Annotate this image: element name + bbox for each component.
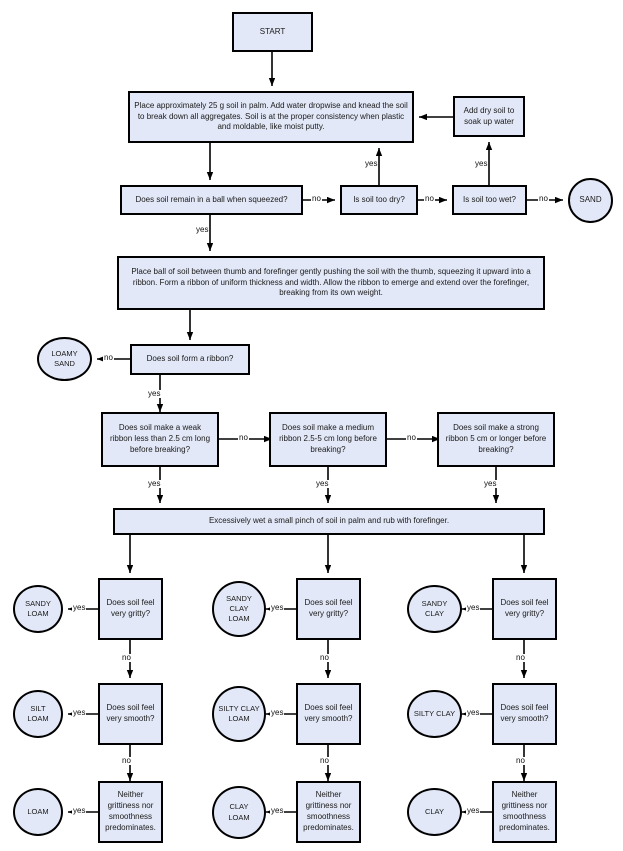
edge-label-weak-no: no bbox=[238, 433, 249, 442]
step-wet-pinch-rub[interactable]: Excessively wet a small pinch of soil in… bbox=[113, 508, 545, 535]
edge-label-gritty-mid-yes: yes bbox=[270, 603, 285, 612]
add-dry-soil-node[interactable]: Add dry soil to soak up water bbox=[453, 96, 525, 137]
edge-label-gritty-right-yes: yes bbox=[466, 603, 481, 612]
decision-weak-ribbon[interactable]: Does soil make a weak ribbon less than 2… bbox=[101, 412, 219, 467]
edge-label-medium-no: no bbox=[406, 433, 417, 442]
edge-label-ball-yes: yes bbox=[195, 225, 210, 234]
decision-soil-too-dry[interactable]: Is soil too dry? bbox=[340, 185, 418, 215]
decision-smooth-mid[interactable]: Does soil feel very smooth? bbox=[296, 683, 361, 745]
result-loamy-sand[interactable]: LOAMY SAND bbox=[37, 337, 92, 381]
decision-strong-ribbon[interactable]: Does soil make a strong ribbon 5 cm or l… bbox=[437, 412, 555, 467]
decision-gritty-left[interactable]: Does soil feel very gritty? bbox=[98, 578, 163, 640]
decision-gritty-mid[interactable]: Does soil feel very gritty? bbox=[296, 578, 361, 640]
decision-smooth-right[interactable]: Does soil feel very smooth? bbox=[492, 683, 557, 745]
edge-label-smooth-left-yes: yes bbox=[72, 708, 87, 717]
edge-label-gritty-left-yes: yes bbox=[72, 603, 87, 612]
edge-label-wet-no: no bbox=[538, 194, 549, 203]
edge-label-smooth-right-yes: yes bbox=[466, 708, 481, 717]
edge-label-strong-yes: yes bbox=[483, 479, 498, 488]
start-node[interactable]: START bbox=[232, 12, 313, 52]
step-form-ribbon[interactable]: Place ball of soil between thumb and for… bbox=[117, 256, 545, 310]
result-sandy-clay-loam[interactable]: SANDY CLAY LOAM bbox=[212, 581, 266, 637]
edge-label-neither-mid-yes: yes bbox=[270, 806, 285, 815]
result-silt-loam[interactable]: SILT LOAM bbox=[13, 690, 63, 738]
edge-label-gritty-right-no: no bbox=[515, 653, 526, 662]
decision-soil-too-wet[interactable]: Is soil too wet? bbox=[452, 185, 527, 215]
result-loam[interactable]: LOAM bbox=[13, 788, 63, 836]
edge-label-weak-yes: yes bbox=[147, 479, 162, 488]
edge-label-dry-yes: yes bbox=[364, 159, 379, 168]
edge-label-medium-yes: yes bbox=[315, 479, 330, 488]
decision-gritty-right[interactable]: Does soil feel very gritty? bbox=[492, 578, 557, 640]
step-moisten-soil[interactable]: Place approximately 25 g soil in palm. A… bbox=[128, 91, 414, 143]
result-silty-clay-loam[interactable]: SILTY CLAY LOAM bbox=[212, 686, 266, 742]
edge-label-smooth-mid-no: no bbox=[319, 756, 330, 765]
decision-neither-mid[interactable]: Neither grittiness nor smoothness predom… bbox=[296, 781, 361, 843]
edge-label-gritty-mid-no: no bbox=[319, 653, 330, 662]
result-silty-clay[interactable]: SILTY CLAY bbox=[407, 690, 462, 738]
edge-label-dry-no: no bbox=[424, 194, 435, 203]
edge-label-gritty-left-no: no bbox=[121, 653, 132, 662]
edge-label-ribbon-no: no bbox=[103, 353, 114, 362]
result-sandy-clay[interactable]: SANDY CLAY bbox=[407, 585, 462, 633]
result-sand[interactable]: SAND bbox=[568, 178, 613, 223]
decision-neither-right[interactable]: Neither grittiness nor smoothness predom… bbox=[492, 781, 557, 843]
decision-smooth-left[interactable]: Does soil feel very smooth? bbox=[98, 683, 163, 745]
edge-label-neither-left-yes: yes bbox=[72, 806, 87, 815]
result-clay[interactable]: CLAY bbox=[407, 788, 462, 836]
edge-label-smooth-mid-yes: yes bbox=[270, 708, 285, 717]
decision-neither-left[interactable]: Neither grittiness nor smoothness predom… bbox=[98, 781, 163, 843]
edge-label-ball-no: no bbox=[311, 194, 322, 203]
edge-label-wet-yes: yes bbox=[474, 159, 489, 168]
edge-label-ribbon-yes: yes bbox=[147, 389, 162, 398]
result-sandy-loam[interactable]: SANDY LOAM bbox=[13, 585, 63, 633]
decision-medium-ribbon[interactable]: Does soil make a medium ribbon 2.5-5 cm … bbox=[269, 412, 387, 467]
decision-forms-ribbon[interactable]: Does soil form a ribbon? bbox=[130, 344, 250, 375]
decision-ball-when-squeezed[interactable]: Does soil remain in a ball when squeezed… bbox=[120, 185, 303, 215]
edge-label-smooth-right-no: no bbox=[515, 756, 526, 765]
edge-label-neither-right-yes: yes bbox=[466, 806, 481, 815]
edge-label-smooth-left-no: no bbox=[121, 756, 132, 765]
result-clay-loam[interactable]: CLAY LOAM bbox=[212, 786, 266, 839]
